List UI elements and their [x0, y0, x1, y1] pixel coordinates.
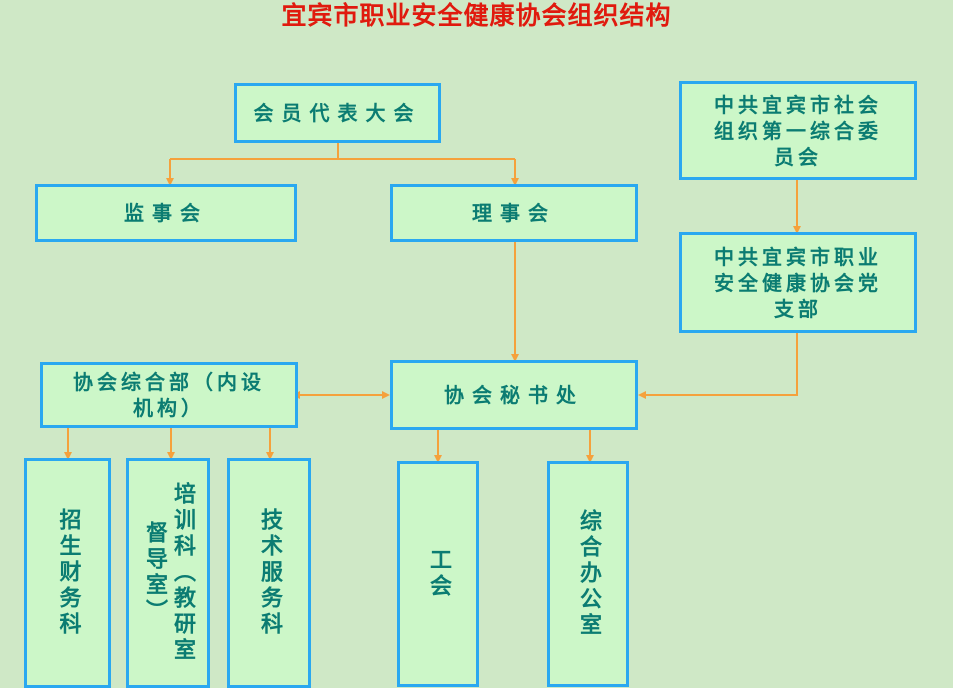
node-training: 培训科（教研室督导室） [126, 458, 210, 688]
link-congress-split [170, 143, 515, 160]
page-title: 宜宾市职业安全健康协会组织结构 [281, 1, 672, 30]
node-congress: 会员代表大会 [234, 83, 441, 143]
node-enroll-finance: 招生财务科 [24, 458, 111, 688]
node-secretariat: 协会秘书处 [390, 360, 638, 430]
node-tech-service: 技术服务科 [227, 458, 311, 688]
node-party-branch: 中共宜宾市职业安全健康协会党支部 [679, 232, 917, 333]
node-general-dept: 协会综合部（内设机构） [40, 362, 298, 428]
node-general-office: 综合办公室 [547, 461, 629, 687]
link-branch-secretariat [638, 333, 798, 399]
node-supervisors: 监事会 [35, 184, 297, 242]
node-council: 理事会 [390, 184, 638, 242]
node-union: 工会 [397, 461, 479, 687]
node-party-committee: 中共宜宾市社会组织第一综合委员会 [679, 81, 917, 180]
